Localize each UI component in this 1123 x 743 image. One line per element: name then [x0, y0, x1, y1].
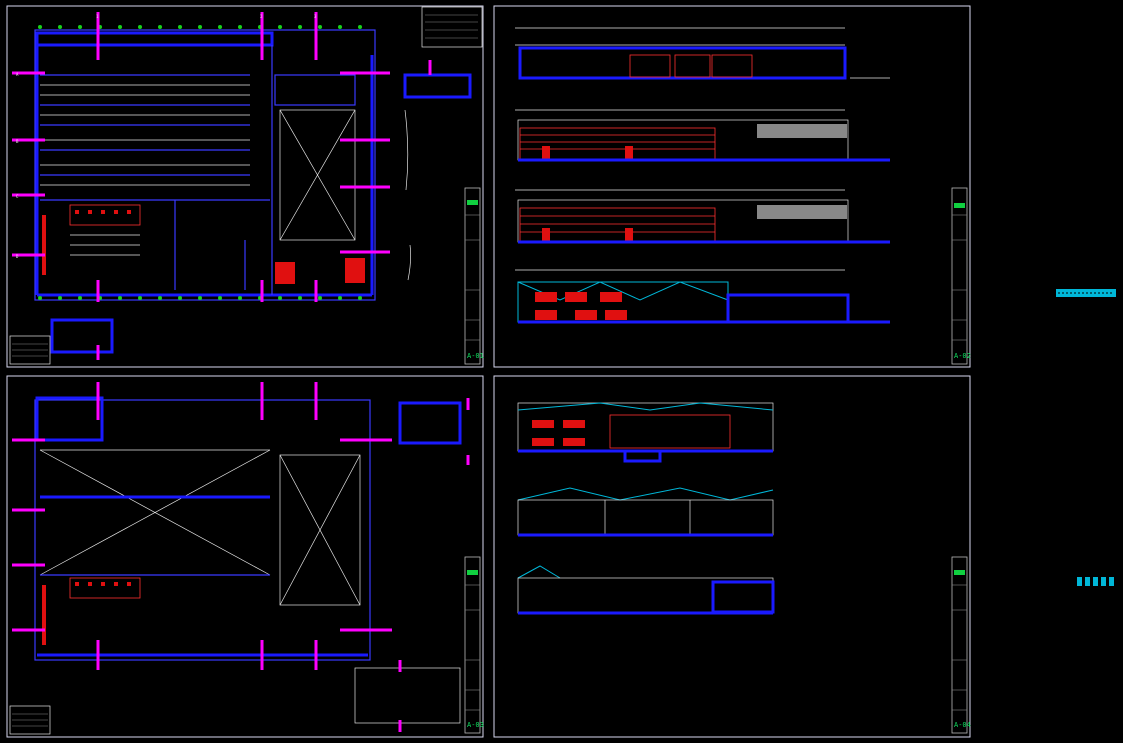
floor-plan-upper[interactable]: [9, 382, 470, 735]
fire-equipment-cluster-1: [42, 204, 365, 284]
sheet-frame-2[interactable]: [493, 5, 971, 368]
axis-letter-d: D: [16, 254, 19, 259]
outside-detail-2: [1077, 577, 1114, 586]
section-cut-markers-3: [12, 382, 392, 670]
section-cut-markers-1: [12, 12, 390, 302]
sections-sheet[interactable]: [517, 402, 775, 615]
sheet-number-1: A-01: [467, 352, 484, 360]
section-a: [517, 402, 774, 463]
rack-rows: [40, 74, 250, 186]
title-block-2: A-02: [951, 187, 971, 365]
grid-bubbles-top: [38, 25, 362, 29]
title-block-3: A-03: [464, 556, 484, 734]
axis-number-2: 2: [260, 14, 263, 19]
sheet-frame-1[interactable]: [6, 5, 484, 368]
elevation-1: [515, 27, 890, 80]
outside-detail-1: [1056, 289, 1116, 297]
legend-box-3: [9, 705, 51, 735]
axis-letter-a: A: [16, 72, 19, 77]
elevation-3: [515, 189, 890, 244]
title-block-1: A-01: [464, 187, 484, 365]
title-block-4: A-04: [951, 556, 971, 734]
axis-letter-b: B: [16, 139, 19, 144]
section-b: [517, 487, 774, 537]
axis-number-1: 1: [96, 14, 99, 19]
legend-box-1: [9, 335, 51, 365]
sheet-number-3: A-03: [467, 721, 484, 729]
axis-letter-c: C: [16, 194, 19, 199]
sheet-frame-3[interactable]: [6, 375, 484, 738]
sheet-number-4: A-04: [954, 721, 971, 729]
section-with-trusses: [515, 269, 890, 324]
fire-equipment-cluster-2: [42, 577, 141, 645]
elevations-sheet[interactable]: [515, 27, 890, 324]
elevation-2: [515, 109, 890, 162]
sheet-number-2: A-02: [954, 352, 971, 360]
section-c: [517, 565, 775, 615]
floor-plan-ground[interactable]: A B C D 1 2 3: [9, 6, 483, 365]
sheet-frame-4[interactable]: [493, 375, 971, 738]
axis-number-3: 3: [314, 14, 317, 19]
